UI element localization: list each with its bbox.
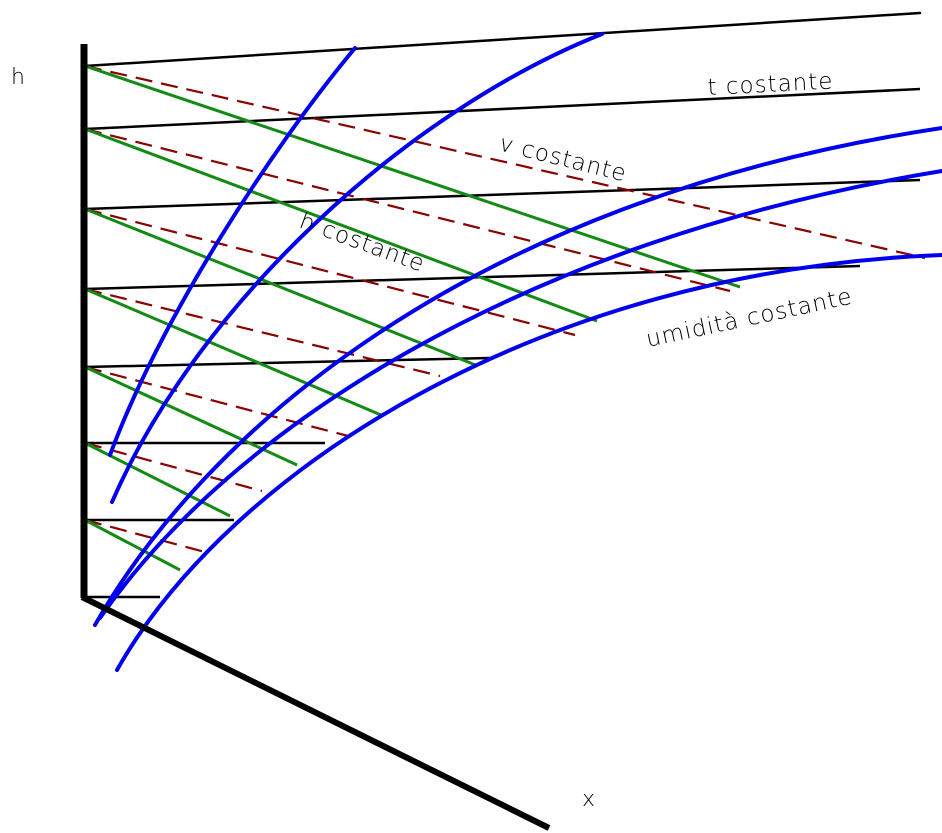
isotherm-line (84, 178, 921, 211)
isotherm-lines (83, 11, 922, 599)
humidity-curve (115, 253, 942, 672)
isochoric-line (84, 287, 441, 378)
isochoric-line (84, 518, 206, 554)
v-const-label: v costante (497, 131, 630, 188)
isochoric-line (84, 207, 576, 337)
isochoric-line (84, 441, 263, 493)
isotherm-line (83, 11, 922, 68)
isochoric-line (84, 365, 349, 438)
humidity-curve (108, 46, 357, 457)
isenthalpic-line (84, 365, 298, 467)
isotherm-line (84, 356, 491, 369)
x-axis-label: x (582, 787, 596, 812)
h-axis-label: h (11, 65, 26, 90)
t-const-label: t costante (707, 68, 834, 101)
isochoric-line (84, 127, 731, 293)
x-axis-line (80, 594, 551, 831)
isochoric-lines (84, 64, 926, 554)
humidity-curve (98, 169, 942, 620)
isenthalpic-line (84, 127, 598, 323)
humidity-curve (110, 32, 604, 504)
isenthalpic-line (84, 207, 479, 368)
humidity-curve (93, 126, 942, 627)
isenthalpic-line (84, 518, 181, 572)
humidity-curves (93, 32, 942, 672)
isenthalpic-line (84, 441, 231, 518)
isotherm-line (84, 87, 921, 131)
isenthalpic-line (84, 287, 382, 417)
axes (80, 44, 551, 831)
h-const-label: h costante (296, 208, 428, 277)
isochoric-line (84, 64, 926, 260)
